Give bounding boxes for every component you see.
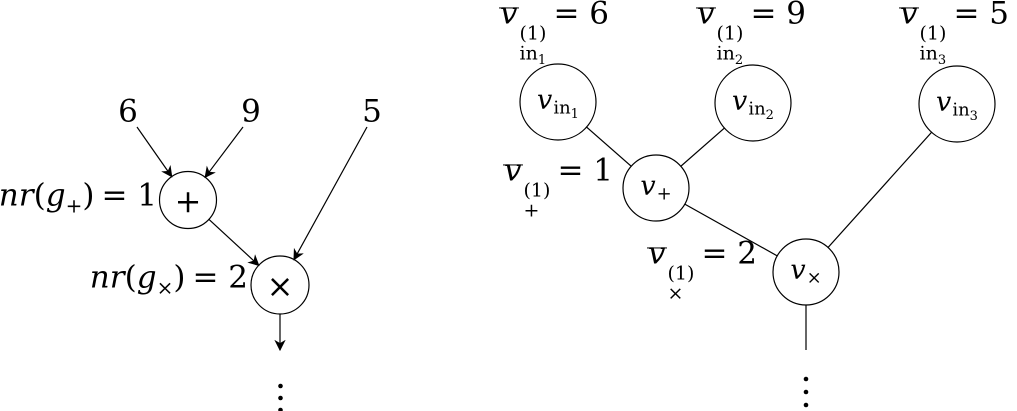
supsub: (1)in2 xyxy=(716,22,744,69)
input-value-6: 6 xyxy=(118,93,138,130)
equals-value: = 5 xyxy=(953,0,1009,32)
supsub: (1)in1 xyxy=(519,22,547,69)
vdots-left xyxy=(278,383,283,411)
vin1-node-circle xyxy=(519,63,597,141)
edge-6-to-plus xyxy=(136,126,173,178)
input-value-5: 5 xyxy=(362,93,382,130)
vdots-right xyxy=(803,376,809,408)
vin2-node-label: vin2 xyxy=(732,85,774,124)
edge-5-to-times xyxy=(293,126,368,261)
plus-node-circle xyxy=(158,170,218,230)
vplus-adjoint-annotation: v(1)+= 1 xyxy=(503,155,613,220)
dot xyxy=(278,407,283,411)
open-paren: ( xyxy=(124,259,137,296)
vin3-adjoint-annotation: v(1)in3= 5 xyxy=(899,0,1009,69)
iteration-superscript: (1) xyxy=(919,22,947,45)
supsub: (1)+ xyxy=(523,179,551,222)
open-paren: ( xyxy=(33,177,46,214)
vtimes-node-circle xyxy=(772,238,840,306)
left-graph-nodes xyxy=(158,170,310,315)
equals-value: = 2 xyxy=(192,259,248,296)
supsub: (1)in3 xyxy=(919,22,947,69)
plus-subscript: + xyxy=(65,193,83,218)
equals-value: = 1 xyxy=(557,152,613,189)
edge-plus-to-times xyxy=(208,218,260,267)
equals-value: = 1 xyxy=(101,177,157,214)
vplus-node-circle xyxy=(622,154,690,222)
times-subscript: × xyxy=(156,275,174,300)
left-graph-edges xyxy=(136,126,368,352)
plus-node-symbol: + xyxy=(174,182,202,220)
close-paren: ) xyxy=(173,259,186,296)
dot xyxy=(278,395,283,401)
edge-9-to-plus xyxy=(204,126,244,179)
equals-value: = 6 xyxy=(553,0,609,32)
iteration-superscript: (1) xyxy=(523,179,551,202)
equals-value: = 9 xyxy=(750,0,806,32)
dot xyxy=(278,383,283,389)
vtimes-adjoint-annotation: v(1)×= 2 xyxy=(647,238,757,303)
dot xyxy=(803,402,809,408)
iteration-superscript: (1) xyxy=(716,22,744,45)
vbar: v xyxy=(647,235,667,272)
in2-subscript: in2 xyxy=(716,42,744,69)
iteration-superscript: (1) xyxy=(519,22,547,45)
times-count-annotation: nr(g×)= 2 xyxy=(89,259,248,298)
g-variable: g xyxy=(45,177,66,214)
vin2-node-circle xyxy=(714,64,792,142)
vin1-node-label: vin1 xyxy=(537,84,579,123)
g-variable: g xyxy=(136,259,157,296)
vin2-adjoint-annotation: v(1)in2= 9 xyxy=(696,0,806,69)
in3-subscript: in3 xyxy=(919,42,947,69)
vtimes-node-label: v× xyxy=(790,254,822,289)
input-value-9: 9 xyxy=(241,93,261,130)
dot xyxy=(803,389,809,395)
vplus-node-label: v+ xyxy=(640,170,672,205)
vbar: v xyxy=(696,0,716,32)
vin1-adjoint-annotation: v(1)in1= 6 xyxy=(499,0,609,69)
nr-function: nr xyxy=(89,259,125,296)
times-node-symbol: × xyxy=(266,267,294,305)
plus-count-annotation: nr(g+)= 1 xyxy=(0,177,157,216)
dot xyxy=(803,376,809,382)
times-subscript: × xyxy=(667,282,684,305)
right-graph-nodes xyxy=(519,63,996,306)
plus-subscript: + xyxy=(523,199,540,222)
vbar: v xyxy=(899,0,919,32)
iteration-superscript: (1) xyxy=(667,262,695,285)
close-paren: ) xyxy=(82,177,95,214)
vbar: v xyxy=(499,0,519,32)
in1-subscript: in1 xyxy=(519,42,547,69)
vin3-node-label: vin3 xyxy=(936,86,978,125)
vin3-node-circle xyxy=(918,65,996,143)
vbar: v xyxy=(503,152,523,189)
supsub: (1)× xyxy=(667,262,695,305)
equals-value: = 2 xyxy=(701,235,757,272)
nr-function: nr xyxy=(0,177,34,214)
